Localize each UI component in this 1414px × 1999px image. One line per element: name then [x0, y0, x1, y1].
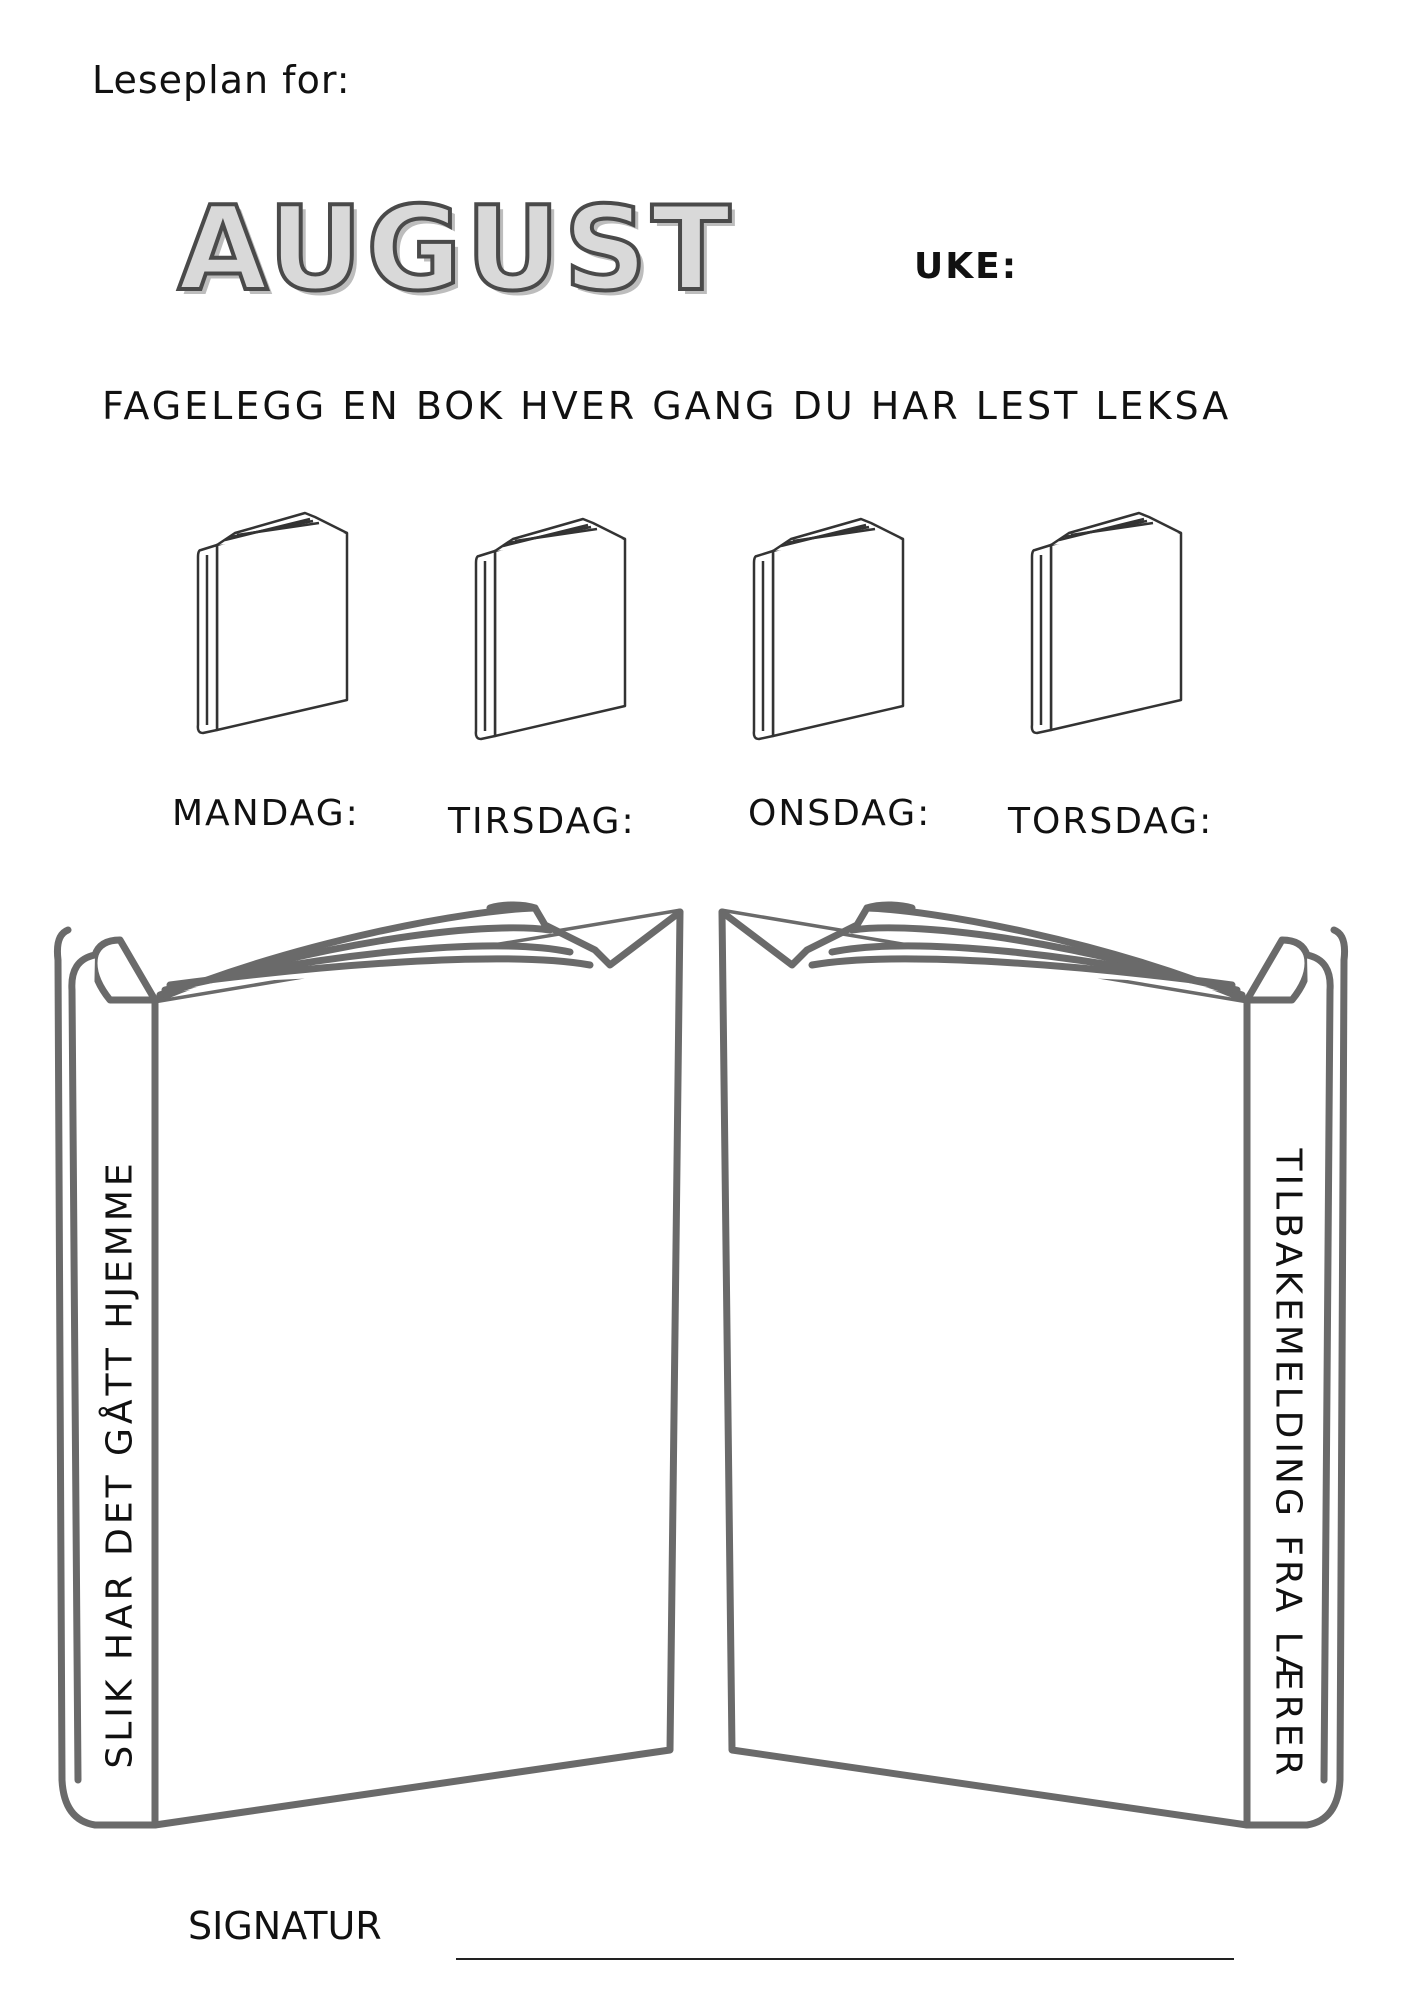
- home-feedback-book[interactable]: [50, 900, 690, 1850]
- book-icon-wednesday[interactable]: [751, 511, 911, 741]
- book-icon-monday[interactable]: [195, 505, 355, 735]
- day-label-wednesday: ONSDAG:: [748, 793, 932, 834]
- book-icon-tuesday[interactable]: [473, 511, 633, 741]
- day-label-monday: MANDAG:: [172, 793, 360, 834]
- book-icon-thursday[interactable]: [1029, 505, 1189, 735]
- month-title: AUGUST: [176, 180, 735, 319]
- teacher-spine-text: TILBAKEMELDING FRA LÆRER: [1267, 1148, 1309, 1780]
- teacher-feedback-book[interactable]: [712, 900, 1352, 1850]
- reading-plan-label: Leseplan for:: [92, 58, 351, 102]
- week-label: UKE:: [914, 246, 1019, 287]
- instruction-text: FAGELEGG EN BOK HVER GANG DU HAR LEST LE…: [102, 384, 1232, 428]
- home-spine-text: SLIK HAR DET GÅTT HJEMME: [99, 1159, 141, 1769]
- signature-label: SIGNATUR: [188, 1904, 382, 1948]
- signature-line[interactable]: [456, 1958, 1234, 1960]
- day-label-thursday: TORSDAG:: [1008, 801, 1214, 842]
- day-label-tuesday: TIRSDAG:: [448, 801, 636, 842]
